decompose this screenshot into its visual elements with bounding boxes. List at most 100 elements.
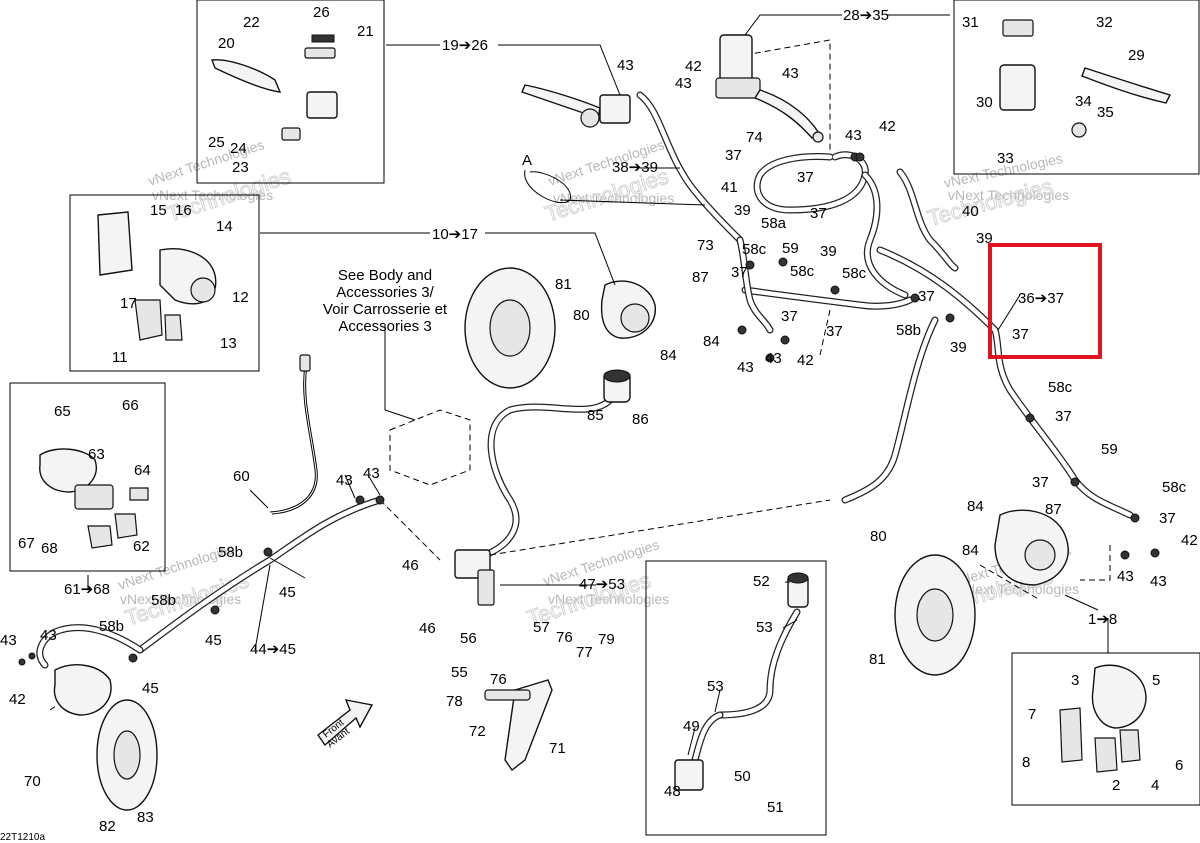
callout: 7 [1028,706,1036,723]
see-body-note: See Body and Accessories 3/ Voir Carross… [323,267,448,335]
callout: 53 [707,678,724,695]
callout: 37 [1032,474,1049,491]
callout: 80 [870,528,887,545]
ref-44-45: 44➔45 [250,641,296,658]
callout: 43 [617,57,634,74]
callout: 81 [555,276,572,293]
detail-a-label: A [522,152,532,169]
callout: 71 [549,740,566,757]
callout: 42 [9,691,26,708]
watermark-text: vNext Technologies [948,187,1069,203]
callout: 76 [490,671,507,688]
callout: 39 [734,202,751,219]
callout: 31 [962,14,979,31]
callout: 39 [820,243,837,260]
detail-box-right-master-cylinder [953,0,1200,175]
callout: 43 [0,632,17,649]
callout: 59 [782,240,799,257]
callout: 77 [576,644,593,661]
ref-47-53: 47➔53 [579,576,625,593]
callout: 42 [1181,532,1198,549]
callout: 25 [208,134,225,151]
callout: 86 [632,411,649,428]
callout: 37 [797,169,814,186]
ref-36-37: 36➔37 [1018,290,1064,307]
highlight-box [988,243,1102,359]
callout: 23 [232,159,249,176]
callout: 58a [761,215,787,232]
callout: 58b [151,592,176,609]
leader-lines [87,14,1109,756]
watermark-text: vNext Technologies [958,581,1079,597]
callout: 84 [962,542,979,559]
callout: 65 [54,403,71,420]
detail-box-front-left-caliper [69,194,260,372]
callout: 29 [1128,47,1145,64]
callout: 43 [765,350,782,367]
callout: 84 [967,498,984,515]
callout: 43 [782,65,799,82]
callout: 42 [685,58,702,75]
callout: 76 [556,629,573,646]
callout: 48 [664,783,681,800]
callout: 62 [133,538,150,555]
callout: 81 [869,651,886,668]
reference-labels: 19➔26 28➔35 10➔17 38➔39 36➔37 61➔68 44➔4… [64,7,1117,658]
diagram-id: 22T1210a [0,832,45,843]
callout: 40 [962,203,979,220]
callout: 4 [1151,777,1159,794]
svg-text:Voir Carrosserie et: Voir Carrosserie et [323,301,448,318]
callout: 37 [781,308,798,325]
callout: 52 [753,573,770,590]
callout: 11 [112,349,128,366]
callout: 58c [1162,479,1187,496]
callout: 43 [336,472,353,489]
callout: 24 [230,140,247,157]
callout: 49 [683,718,700,735]
detail-box-rear-master-cylinder [645,560,827,836]
callout: 50 [734,768,751,785]
callout: 82 [99,818,116,835]
callout: 59 [1101,441,1118,458]
callout: 80 [573,307,590,324]
callout: 79 [598,631,615,648]
callout: 57 [533,619,550,636]
detail-box-front-right-caliper [1011,652,1200,806]
callout: 20 [218,35,235,52]
brake-lines [36,91,1134,764]
callout: 43 [1150,573,1167,590]
callout: 58b [99,618,124,635]
callout: 45 [205,632,222,649]
callout: 34 [1075,93,1092,110]
callout: 43 [40,627,57,644]
svg-text:Accessories 3: Accessories 3 [338,318,431,335]
callout: 21 [357,23,374,40]
callout: 14 [216,218,233,235]
callout: 42 [797,352,814,369]
callout: 37 [1012,326,1029,343]
callout: 72 [469,723,486,740]
callout: 5 [1152,672,1160,689]
callout: 37 [1159,510,1176,527]
callout: 58c [842,265,867,282]
callout: 85 [587,407,604,424]
callout: 58b [218,544,243,561]
callout: 37 [918,288,935,305]
callout: 3 [1071,672,1079,689]
callout: 45 [142,680,159,697]
callout: 87 [1045,501,1062,518]
callout: 63 [88,446,105,463]
callout: 37 [826,323,843,340]
callout: 68 [41,540,58,557]
watermark-text: vNext Technologies [548,591,669,607]
front-arrow: Front Avant [317,699,374,750]
callout: 67 [18,535,35,552]
callout: 43 [1117,568,1134,585]
callout: 32 [1096,14,1113,31]
ref-61-68: 61➔68 [64,581,110,598]
callout: 84 [703,333,720,350]
callout: 83 [137,809,154,826]
callout: 13 [220,335,237,352]
callout: 84 [660,347,677,364]
